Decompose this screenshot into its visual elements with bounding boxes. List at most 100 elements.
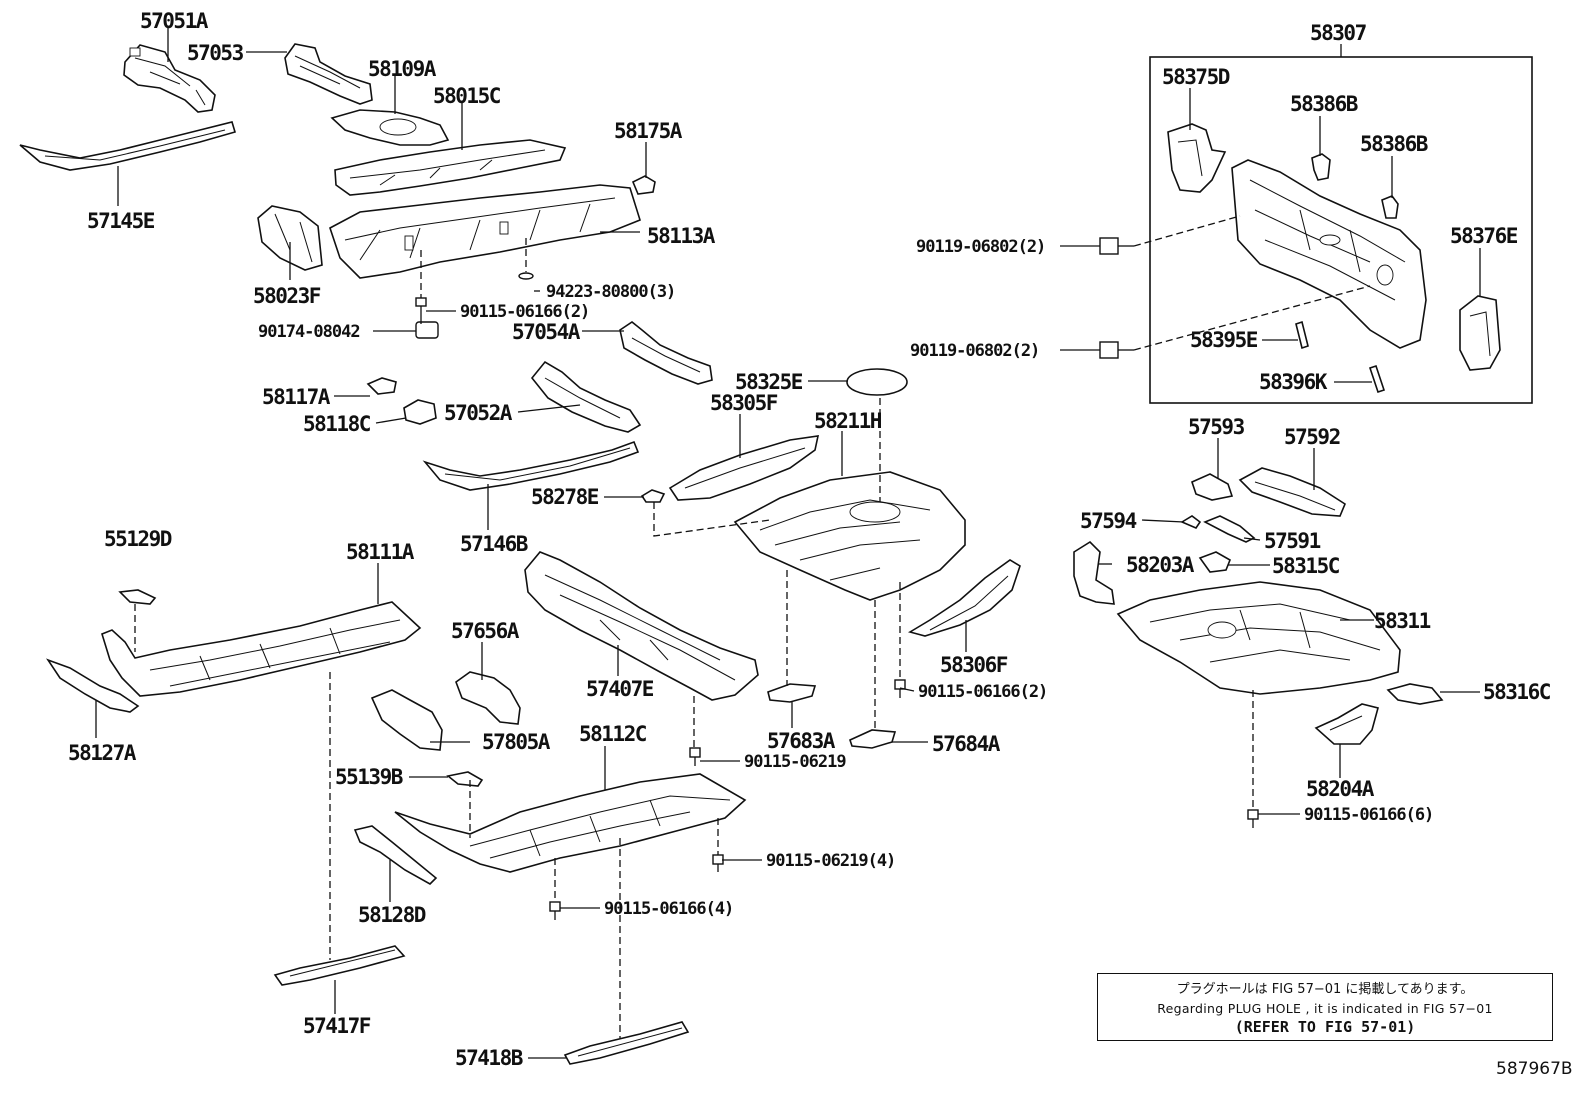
label-90115-06219-4: 90115-06219(4) bbox=[766, 851, 895, 871]
part-58396K-shape bbox=[1368, 364, 1386, 394]
part-55129D-shape bbox=[118, 589, 157, 605]
bolt-90119-06802-a bbox=[1099, 237, 1134, 255]
label-58203A: 58203A bbox=[1126, 553, 1195, 577]
label-58023F: 58023F bbox=[253, 284, 321, 308]
label-58386B-1: 58386B bbox=[1290, 92, 1358, 116]
label-57054A: 57054A bbox=[512, 320, 581, 344]
label-57684A: 57684A bbox=[932, 732, 1001, 756]
part-57418B-shape bbox=[563, 1021, 690, 1065]
part-57407E-shape bbox=[524, 551, 759, 701]
part-labels: 57051A 57053 58109A 58015C 57145E 58175A… bbox=[68, 9, 1552, 1070]
leader-lines bbox=[95, 28, 1481, 1059]
part-58306F-shape bbox=[907, 559, 1021, 637]
label-57145E: 57145E bbox=[87, 209, 155, 233]
dashed-lines bbox=[134, 215, 1371, 1038]
part-58211H-shape bbox=[733, 471, 966, 601]
part-57684A-shape bbox=[849, 729, 897, 749]
bolt-90115-06166-upper bbox=[415, 297, 427, 318]
plug-hole-note: プラグホールは FIG 57−01 に掲載してあります。 Regarding P… bbox=[1097, 973, 1553, 1041]
note-line-english: Regarding PLUG HOLE , it is indicated in… bbox=[1157, 1001, 1493, 1016]
label-58316C: 58316C bbox=[1483, 680, 1551, 704]
label-58113A: 58113A bbox=[647, 224, 716, 248]
part-58127A-shape bbox=[45, 658, 140, 713]
label-58211H: 58211H bbox=[814, 409, 882, 433]
label-57418B: 57418B bbox=[455, 1046, 523, 1070]
part-58386B-shape-1 bbox=[1311, 153, 1331, 181]
part-58315C-shape bbox=[1198, 551, 1232, 573]
part-58175A-shape bbox=[631, 175, 656, 195]
part-58109A-shape bbox=[330, 109, 450, 146]
label-58386B-2: 58386B bbox=[1360, 132, 1428, 156]
label-58306F: 58306F bbox=[940, 653, 1008, 677]
label-90115-06166-2-right: 90115-06166(2) bbox=[918, 682, 1047, 702]
part-57805A-shape bbox=[370, 689, 443, 751]
label-57051A: 57051A bbox=[140, 9, 209, 33]
label-90115-06166-2-upper: 90115-06166(2) bbox=[460, 302, 589, 322]
bolt-90119-06802-b bbox=[1099, 341, 1134, 359]
label-58111A: 58111A bbox=[346, 540, 415, 564]
label-58311: 58311 bbox=[1374, 609, 1431, 633]
label-58376E: 58376E bbox=[1450, 224, 1518, 248]
part-58117A-shape bbox=[366, 377, 397, 395]
label-58305F: 58305F bbox=[710, 391, 778, 415]
part-57054A-shape bbox=[619, 321, 713, 385]
bolt-90115-06219-4 bbox=[712, 854, 724, 872]
part-58204A-shape bbox=[1314, 703, 1379, 745]
label-58375D: 58375D bbox=[1162, 65, 1230, 89]
part-57593-shape bbox=[1191, 473, 1234, 501]
part-57051A-shape bbox=[123, 44, 216, 113]
label-58109A: 58109A bbox=[368, 57, 437, 81]
label-90119-06802-a: 90119-06802(2) bbox=[916, 237, 1045, 257]
label-55129D: 55129D bbox=[104, 527, 172, 551]
label-57805A: 57805A bbox=[482, 730, 551, 754]
part-58311-shape bbox=[1116, 581, 1401, 695]
label-57052A: 57052A bbox=[444, 401, 513, 425]
part-58386B-shape-2 bbox=[1381, 195, 1399, 219]
part-55139B-shape bbox=[446, 771, 484, 787]
part-57145E-shape bbox=[19, 121, 236, 171]
label-58325E: 58325E bbox=[735, 370, 803, 394]
washer-94223-80800 bbox=[518, 272, 534, 280]
label-57053: 57053 bbox=[187, 41, 244, 65]
label-90115-06166-4: 90115-06166(4) bbox=[604, 899, 733, 919]
part-58375D-shape bbox=[1167, 123, 1227, 193]
part-57594-shape bbox=[1180, 515, 1202, 529]
part-57683A-shape bbox=[767, 683, 817, 703]
label-57591: 57591 bbox=[1264, 529, 1321, 553]
part-58113A-shape bbox=[329, 184, 641, 279]
bolt-90115-06219 bbox=[689, 747, 701, 766]
bolt-90115-06166-6 bbox=[1247, 809, 1259, 828]
label-58112C: 58112C bbox=[579, 722, 647, 746]
part-57053-shape bbox=[284, 43, 373, 105]
label-57656A: 57656A bbox=[451, 619, 520, 643]
label-58015C: 58015C bbox=[433, 84, 501, 108]
label-57593: 57593 bbox=[1188, 415, 1245, 439]
part-57146B-shape bbox=[422, 440, 640, 491]
part-58128D-shape bbox=[353, 825, 438, 885]
part-58395E-shape bbox=[1295, 320, 1309, 350]
label-55139B: 55139B bbox=[335, 765, 403, 789]
part-58111A-shape bbox=[101, 601, 422, 697]
label-94223-80800: 94223-80800(3) bbox=[546, 282, 675, 302]
part-58278E-shape bbox=[640, 489, 666, 503]
label-58204A: 58204A bbox=[1306, 777, 1375, 801]
part-58023F-shape bbox=[257, 205, 323, 271]
part-58307-main-shape bbox=[1231, 159, 1427, 349]
part-57052A-shape bbox=[530, 360, 642, 433]
label-58128D: 58128D bbox=[358, 903, 426, 927]
label-58117A: 58117A bbox=[262, 385, 331, 409]
label-57683A: 57683A bbox=[767, 729, 836, 753]
label-58278E: 58278E bbox=[531, 485, 599, 509]
part-58325E-shape bbox=[846, 368, 908, 396]
label-57407E: 57407E bbox=[586, 677, 654, 701]
label-58127A: 58127A bbox=[68, 741, 137, 765]
bolt-90115-06166-right bbox=[894, 679, 906, 698]
part-58316C-shape bbox=[1386, 683, 1444, 705]
label-58315C: 58315C bbox=[1272, 554, 1340, 578]
note-line-refer: (REFER TO FIG 57-01) bbox=[1234, 1018, 1416, 1036]
label-57594: 57594 bbox=[1080, 509, 1137, 533]
part-57417F-shape bbox=[273, 945, 406, 986]
label-57146B: 57146B bbox=[460, 532, 528, 556]
part-58305F-shape bbox=[668, 435, 820, 501]
